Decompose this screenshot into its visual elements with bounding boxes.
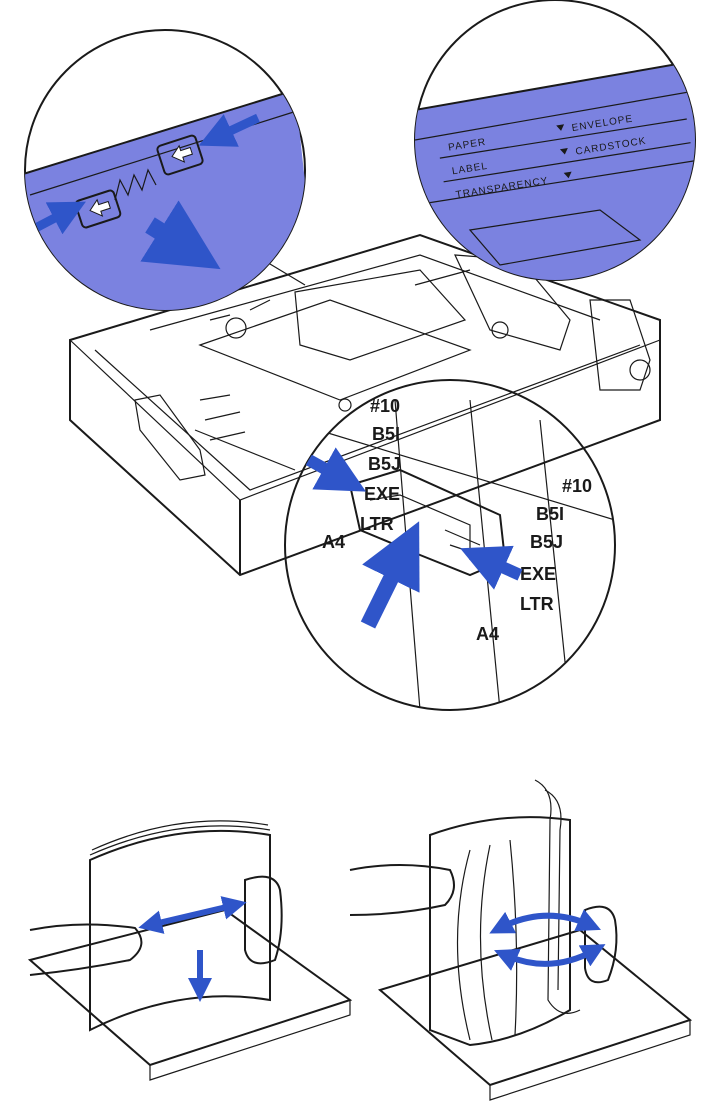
callout-media-labels: PAPER ENVELOPE LABEL CARDSTOCK TRANSPARE…: [414, 0, 696, 281]
arrow-left-icon: [89, 198, 111, 217]
size-mark: B5I: [536, 504, 564, 524]
hand-left: [29, 923, 143, 976]
callout-squeeze-tabs: [24, 29, 306, 311]
paper-stack: [89, 829, 271, 1032]
press-arrow-right: [460, 545, 523, 590]
size-mark: A4: [322, 532, 345, 552]
size-mark: #10: [562, 476, 592, 496]
hand-right: [244, 875, 283, 965]
size-mark: #10: [370, 396, 400, 416]
fan-paper-illustration: [349, 779, 693, 1101]
paper-tray: [69, 233, 661, 577]
press-arrow-top: [297, 447, 366, 492]
size-mark: B5J: [368, 454, 401, 474]
slide-arrow: [140, 200, 221, 270]
double-arrow-icon: [138, 896, 247, 934]
size-mark: B5I: [372, 424, 400, 444]
slide-arrow-up: [360, 521, 420, 629]
width-guide: [134, 394, 206, 481]
paper-stack: [429, 816, 571, 1047]
hand-left: [349, 864, 455, 916]
tab-right: [156, 134, 204, 176]
press-arrow-right: [198, 113, 260, 147]
size-mark: LTR: [360, 514, 394, 534]
size-mark: EXE: [364, 484, 400, 504]
curved-double-arrow-icon: [489, 909, 601, 934]
size-mark: EXE: [520, 564, 556, 584]
flex-paper-illustration: [27, 820, 353, 1081]
hand-right: [584, 905, 618, 984]
size-mark: A4: [476, 624, 499, 644]
curved-double-arrow-icon: [494, 944, 606, 971]
size-mark: B5J: [530, 532, 563, 552]
callout-size-guide: #10 B5I B5J EXE LTR A4 #10 B5I B5J EXE L…: [284, 379, 616, 711]
size-marks-right: #10 B5I B5J EXE LTR A4: [476, 476, 592, 644]
arrow-left-icon: [171, 144, 193, 163]
size-mark: LTR: [520, 594, 554, 614]
length-guide: [294, 269, 467, 361]
